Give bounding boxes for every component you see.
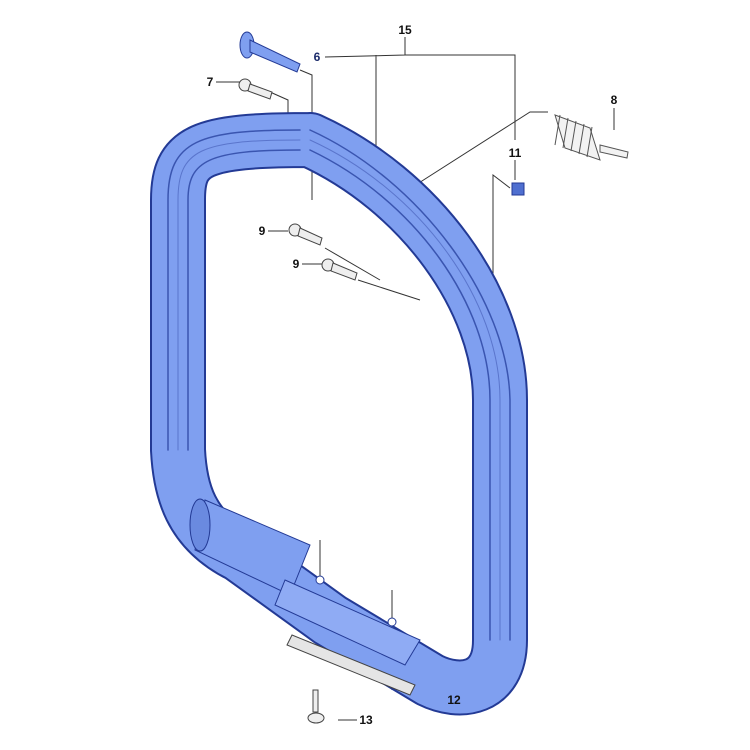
- screw-part-9b: [321, 258, 358, 281]
- callout-13: 13: [359, 713, 373, 727]
- screw-part-9a: [288, 223, 323, 246]
- leader-lines: [216, 37, 615, 721]
- leader-9a: [268, 230, 381, 281]
- bracket-plate: [274, 579, 421, 666]
- spring-damper-part: [554, 114, 629, 161]
- screw-part-7: [238, 78, 273, 100]
- callout-12: 12: [447, 693, 461, 707]
- callout-9a: 9: [258, 224, 266, 238]
- leader-8: [399, 108, 615, 196]
- nut-part: [511, 182, 525, 196]
- plate-part: [286, 634, 416, 696]
- callout-7: 7: [206, 75, 214, 89]
- callout-6: 6: [313, 50, 321, 64]
- handle-bar: [150, 112, 528, 716]
- callout-9b: 9: [292, 257, 300, 271]
- pin-part: [239, 31, 301, 73]
- callout-15: 15: [398, 23, 412, 37]
- leader-11: [492, 160, 516, 320]
- leader-9b: [302, 263, 421, 301]
- callout-11: 11: [508, 146, 522, 160]
- callout-8: 8: [610, 93, 618, 107]
- grip-sleeve: [189, 498, 421, 666]
- screw-part-13: [307, 689, 325, 724]
